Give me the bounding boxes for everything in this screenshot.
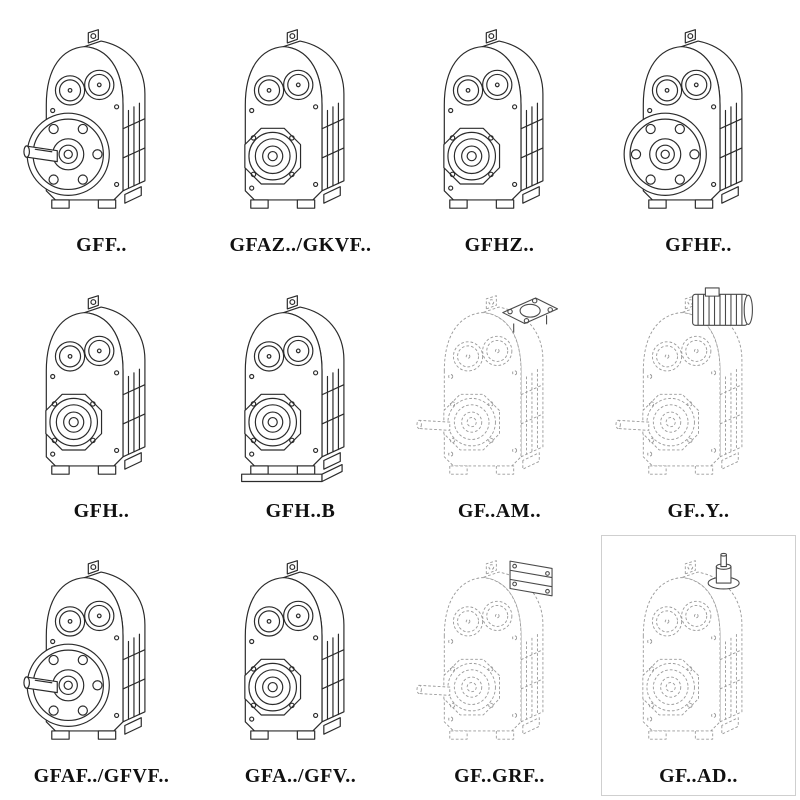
gearbox-label: GFHF.. <box>665 234 732 257</box>
technical-drawing <box>22 29 146 210</box>
gearbox-drawing-gfhz <box>408 21 592 231</box>
gearbox-drawing-gf-y <box>607 287 791 497</box>
technical-drawing <box>416 560 553 740</box>
gearbox-label: GF..Y.. <box>667 499 730 522</box>
catalog-cell-gf-grf: GF..GRF.. <box>400 533 599 798</box>
catalog-cell-gfhz: GFHZ.. <box>400 2 599 267</box>
gearbox-label: GFHZ.. <box>464 234 535 257</box>
technical-drawing <box>243 29 345 210</box>
catalog-cell-gfa-gfv: GFA../GFV.. <box>201 533 400 798</box>
technical-drawing <box>240 294 345 482</box>
gearbox-label: GFA../GFV.. <box>244 765 357 787</box>
catalog-cell-gf-ad: GF..AD.. <box>599 533 798 798</box>
gearbox-drawing-gfh-b <box>209 287 393 497</box>
gearbox-label: GFAF../GFVF.. <box>33 765 170 787</box>
catalog-cell-gf-y: GF..Y.. <box>599 267 798 532</box>
technical-drawing <box>44 294 146 475</box>
gearbox-drawing-gfhf <box>607 21 791 231</box>
technical-drawing <box>416 294 558 475</box>
gearbox-drawing-gfa-gfv <box>209 552 393 762</box>
catalog-cell-gfh-b: GFH..B <box>201 267 400 532</box>
technical-drawing <box>623 29 743 210</box>
catalog-cell-gfaf-gfvf: GFAF../GFVF.. <box>2 533 201 798</box>
gearbox-drawing-gf-am <box>408 287 592 497</box>
technical-drawing <box>22 560 146 740</box>
gearbox-label: GFAZ../GKVF.. <box>229 234 372 257</box>
gearbox-label: GF..AD.. <box>659 765 738 787</box>
catalog-cell-gfhf: GFHF.. <box>599 2 798 267</box>
technical-drawing <box>615 287 753 475</box>
catalog-cell-gff: GFF.. <box>2 2 201 267</box>
gearbox-drawing-gf-ad <box>607 552 791 762</box>
gearbox-drawing-gf-grf <box>408 552 592 762</box>
catalog-cell-gf-am: GF..AM.. <box>400 267 599 532</box>
gearbox-label: GF..AM.. <box>457 499 542 522</box>
catalog-cell-gfaz-gkvf: GFAZ../GKVF.. <box>201 2 400 267</box>
gearbox-drawing-gfaf-gfvf <box>10 552 194 762</box>
gearbox-drawing-gfh <box>10 287 194 497</box>
gearbox-label: GFH..B <box>265 499 336 522</box>
technical-drawing <box>641 552 742 740</box>
catalog-cell-gfh: GFH.. <box>2 267 201 532</box>
gearbox-drawing-gfaz-gkvf <box>209 21 393 231</box>
technical-drawing <box>243 560 345 740</box>
gearbox-label: GFH.. <box>73 499 130 522</box>
gearbox-drawing-gff <box>10 21 194 231</box>
technical-drawing <box>442 29 544 210</box>
gearbox-label: GF..GRF.. <box>454 765 545 787</box>
gearbox-label: GFF.. <box>76 234 127 257</box>
